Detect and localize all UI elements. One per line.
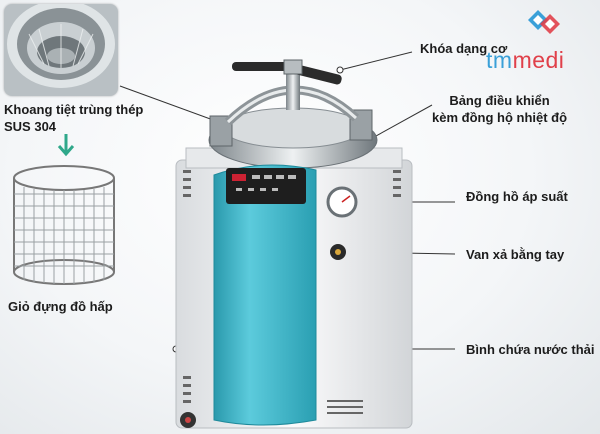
chamber-label: Khoang tiệt trùng thép SUS 304: [4, 101, 143, 135]
pressure-gauge-label: Đồng hồ áp suất: [466, 189, 568, 204]
waste-tank-label: Bình chứa nước thải: [466, 342, 595, 357]
brand-wordmark: tmmedi: [486, 48, 564, 72]
brand-logo: tmmedi: [486, 8, 590, 72]
control-panel-label: Bảng điều khiển kèm đồng hộ nhiệt độ: [432, 92, 567, 126]
control-panel-label-line1: Bảng điều khiển: [449, 93, 550, 108]
brand-prefix: tm: [486, 47, 513, 73]
chamber-label-line2: SUS 304: [4, 119, 57, 134]
logo-diamond-icon: [528, 10, 560, 34]
arrow-down-icon: [57, 134, 75, 157]
chamber-label-line1: Khoang tiệt trùng thép: [4, 102, 144, 117]
mechanical-lock-label: Khóa dạng cơ: [420, 41, 508, 56]
manual-valve-label: Van xả bằng tay: [466, 247, 565, 262]
brand-suffix: medi: [512, 47, 565, 73]
basket-label: Giỏ đựng đồ hấp: [8, 299, 113, 314]
basket-photo: [4, 162, 124, 290]
control-panel-label-line2: kèm đồng hộ nhiệt độ: [432, 110, 568, 125]
chamber-photo: [4, 4, 118, 96]
